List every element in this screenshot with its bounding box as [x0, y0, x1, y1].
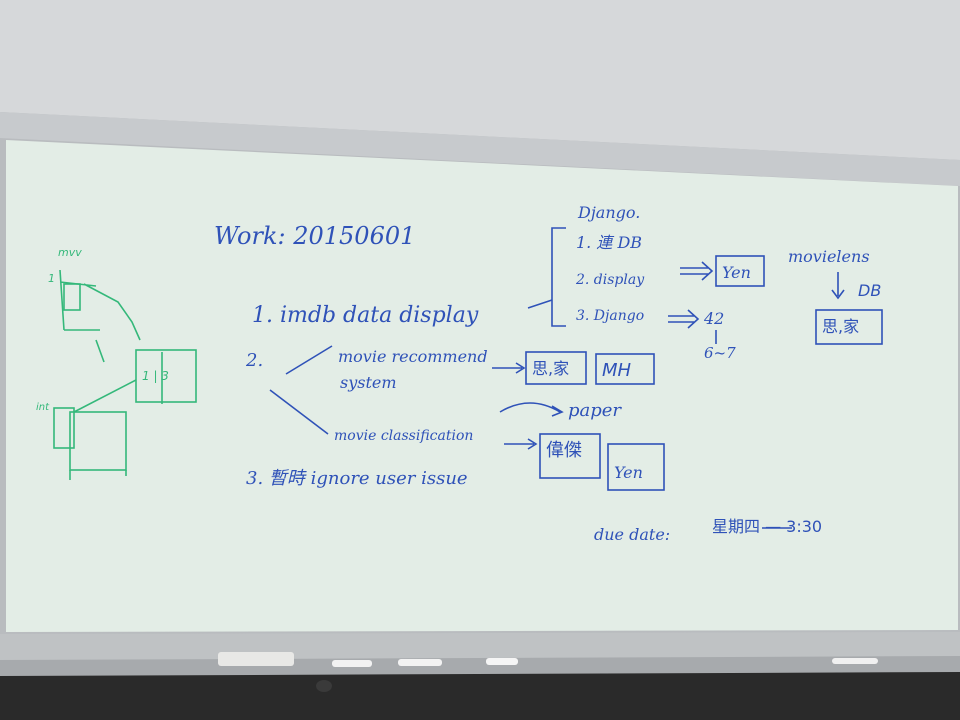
marker-4 — [832, 658, 878, 664]
box-weijie — [539, 433, 601, 479]
arrow-django-42 — [668, 309, 700, 329]
box-sijia-2-label: 思,家 — [822, 317, 859, 336]
box-mh — [595, 353, 655, 385]
movielens-text: movielens — [788, 247, 870, 266]
marker-3 — [486, 658, 518, 665]
green-label-bottom: int — [36, 402, 50, 413]
box-weijie-label: 偉傑 — [546, 440, 582, 461]
django-step-1: 1. 連 DB — [576, 233, 642, 252]
marker-1 — [332, 660, 372, 667]
green-label-top: mvv — [58, 246, 82, 259]
box-yen-2-label: Yen — [614, 463, 643, 482]
connector-item-1 — [527, 299, 553, 309]
db-text: DB — [858, 281, 881, 300]
green-doodles — [53, 269, 197, 480]
box-sijia-1 — [525, 351, 587, 385]
paper-text: paper — [568, 400, 622, 421]
number-42: 42 — [703, 309, 724, 328]
blue-strokes — [269, 227, 883, 529]
arrow-display-yen — [680, 261, 714, 281]
board-surface — [6, 140, 958, 632]
item-1: 1. imdb data display — [252, 303, 479, 328]
django-bracket — [551, 227, 566, 327]
board-frame-top-rail — [0, 112, 960, 186]
number-6-7: 6~7 — [704, 344, 736, 362]
box-yen-1-label: Yen — [722, 263, 751, 282]
arrow-rec-sijia — [492, 362, 526, 374]
floor-object — [316, 680, 332, 692]
arrow-paper — [499, 402, 564, 417]
marker-2 — [398, 659, 442, 666]
title-text: Work: 20150601 — [214, 222, 415, 250]
item-2-classification: movie classification — [334, 428, 473, 444]
django-step-3: 3. Django — [576, 308, 644, 324]
box-mh-label: MH — [602, 360, 632, 381]
item-2-number: 2. — [245, 350, 263, 371]
eraser — [218, 652, 294, 666]
box-sijia-2 — [815, 309, 883, 345]
floor — [0, 670, 960, 720]
item-2-recommend: movie recommend — [338, 347, 488, 366]
due-date-value: 星期四 — 3:30 — [712, 517, 822, 536]
green-label-box: 1 | 3 — [142, 369, 169, 383]
django-header: Django. — [577, 203, 640, 222]
item-2-system: system — [340, 373, 397, 392]
box-yen-2 — [607, 443, 665, 491]
arrow-cls-weijie — [504, 438, 538, 450]
arrow-movielens-db — [831, 272, 845, 300]
branch-up — [285, 345, 333, 375]
django-step-2: 2. display — [575, 272, 645, 288]
item-3: 3. 暫時 ignore user issue — [246, 468, 468, 489]
green-label-mid: 1 — [48, 272, 55, 285]
box-sijia-1-label: 思,家 — [532, 359, 569, 378]
box-yen-1 — [715, 255, 765, 287]
branch-down — [269, 389, 329, 435]
due-date-label: due date: — [594, 525, 670, 544]
